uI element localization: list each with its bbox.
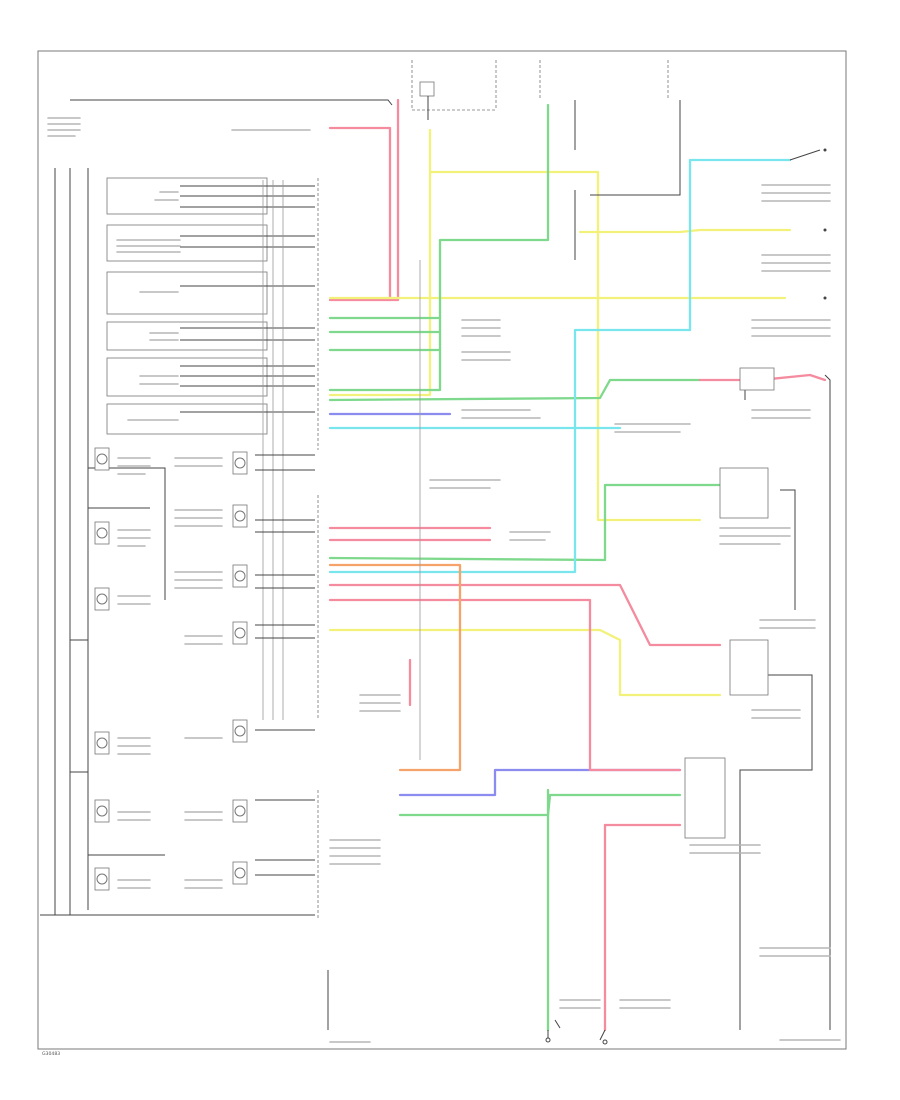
lamp-icon xyxy=(94,587,110,611)
lamp-icon xyxy=(232,861,248,885)
wire-harness xyxy=(327,98,831,1032)
lamp-icon xyxy=(232,504,248,528)
top-fuse-blocks xyxy=(411,60,669,120)
diagram-id: G30483 xyxy=(42,1051,60,1057)
oil-pressure-gauge-box xyxy=(106,357,268,397)
lamp-icon xyxy=(232,719,248,743)
lamp-icon xyxy=(232,451,248,475)
diagram-frame xyxy=(37,50,847,1050)
lamp-icon xyxy=(232,564,248,588)
faint-label-marks xyxy=(47,117,841,1043)
lamp-icon xyxy=(94,447,110,471)
engine-coolant-temp-gauge-box xyxy=(106,224,268,262)
bottom-sensors xyxy=(545,1019,608,1045)
lamp-icon xyxy=(232,799,248,823)
indicator-lamps xyxy=(94,447,248,891)
right-components xyxy=(684,148,827,839)
gauge-assembly xyxy=(40,99,393,916)
lamp-icon xyxy=(94,521,110,545)
fuel-tank-unit xyxy=(729,639,769,696)
speedometer-box xyxy=(106,403,268,435)
lamp-icon xyxy=(94,867,110,891)
lamp-icon xyxy=(232,621,248,645)
volt-gauge-box xyxy=(106,321,268,351)
connector-block xyxy=(684,757,726,839)
switch-icon xyxy=(719,467,769,519)
tachometer-box xyxy=(106,271,268,315)
relay-icon xyxy=(739,367,775,391)
lamp-icon xyxy=(94,799,110,823)
lamp-icon xyxy=(94,731,110,755)
